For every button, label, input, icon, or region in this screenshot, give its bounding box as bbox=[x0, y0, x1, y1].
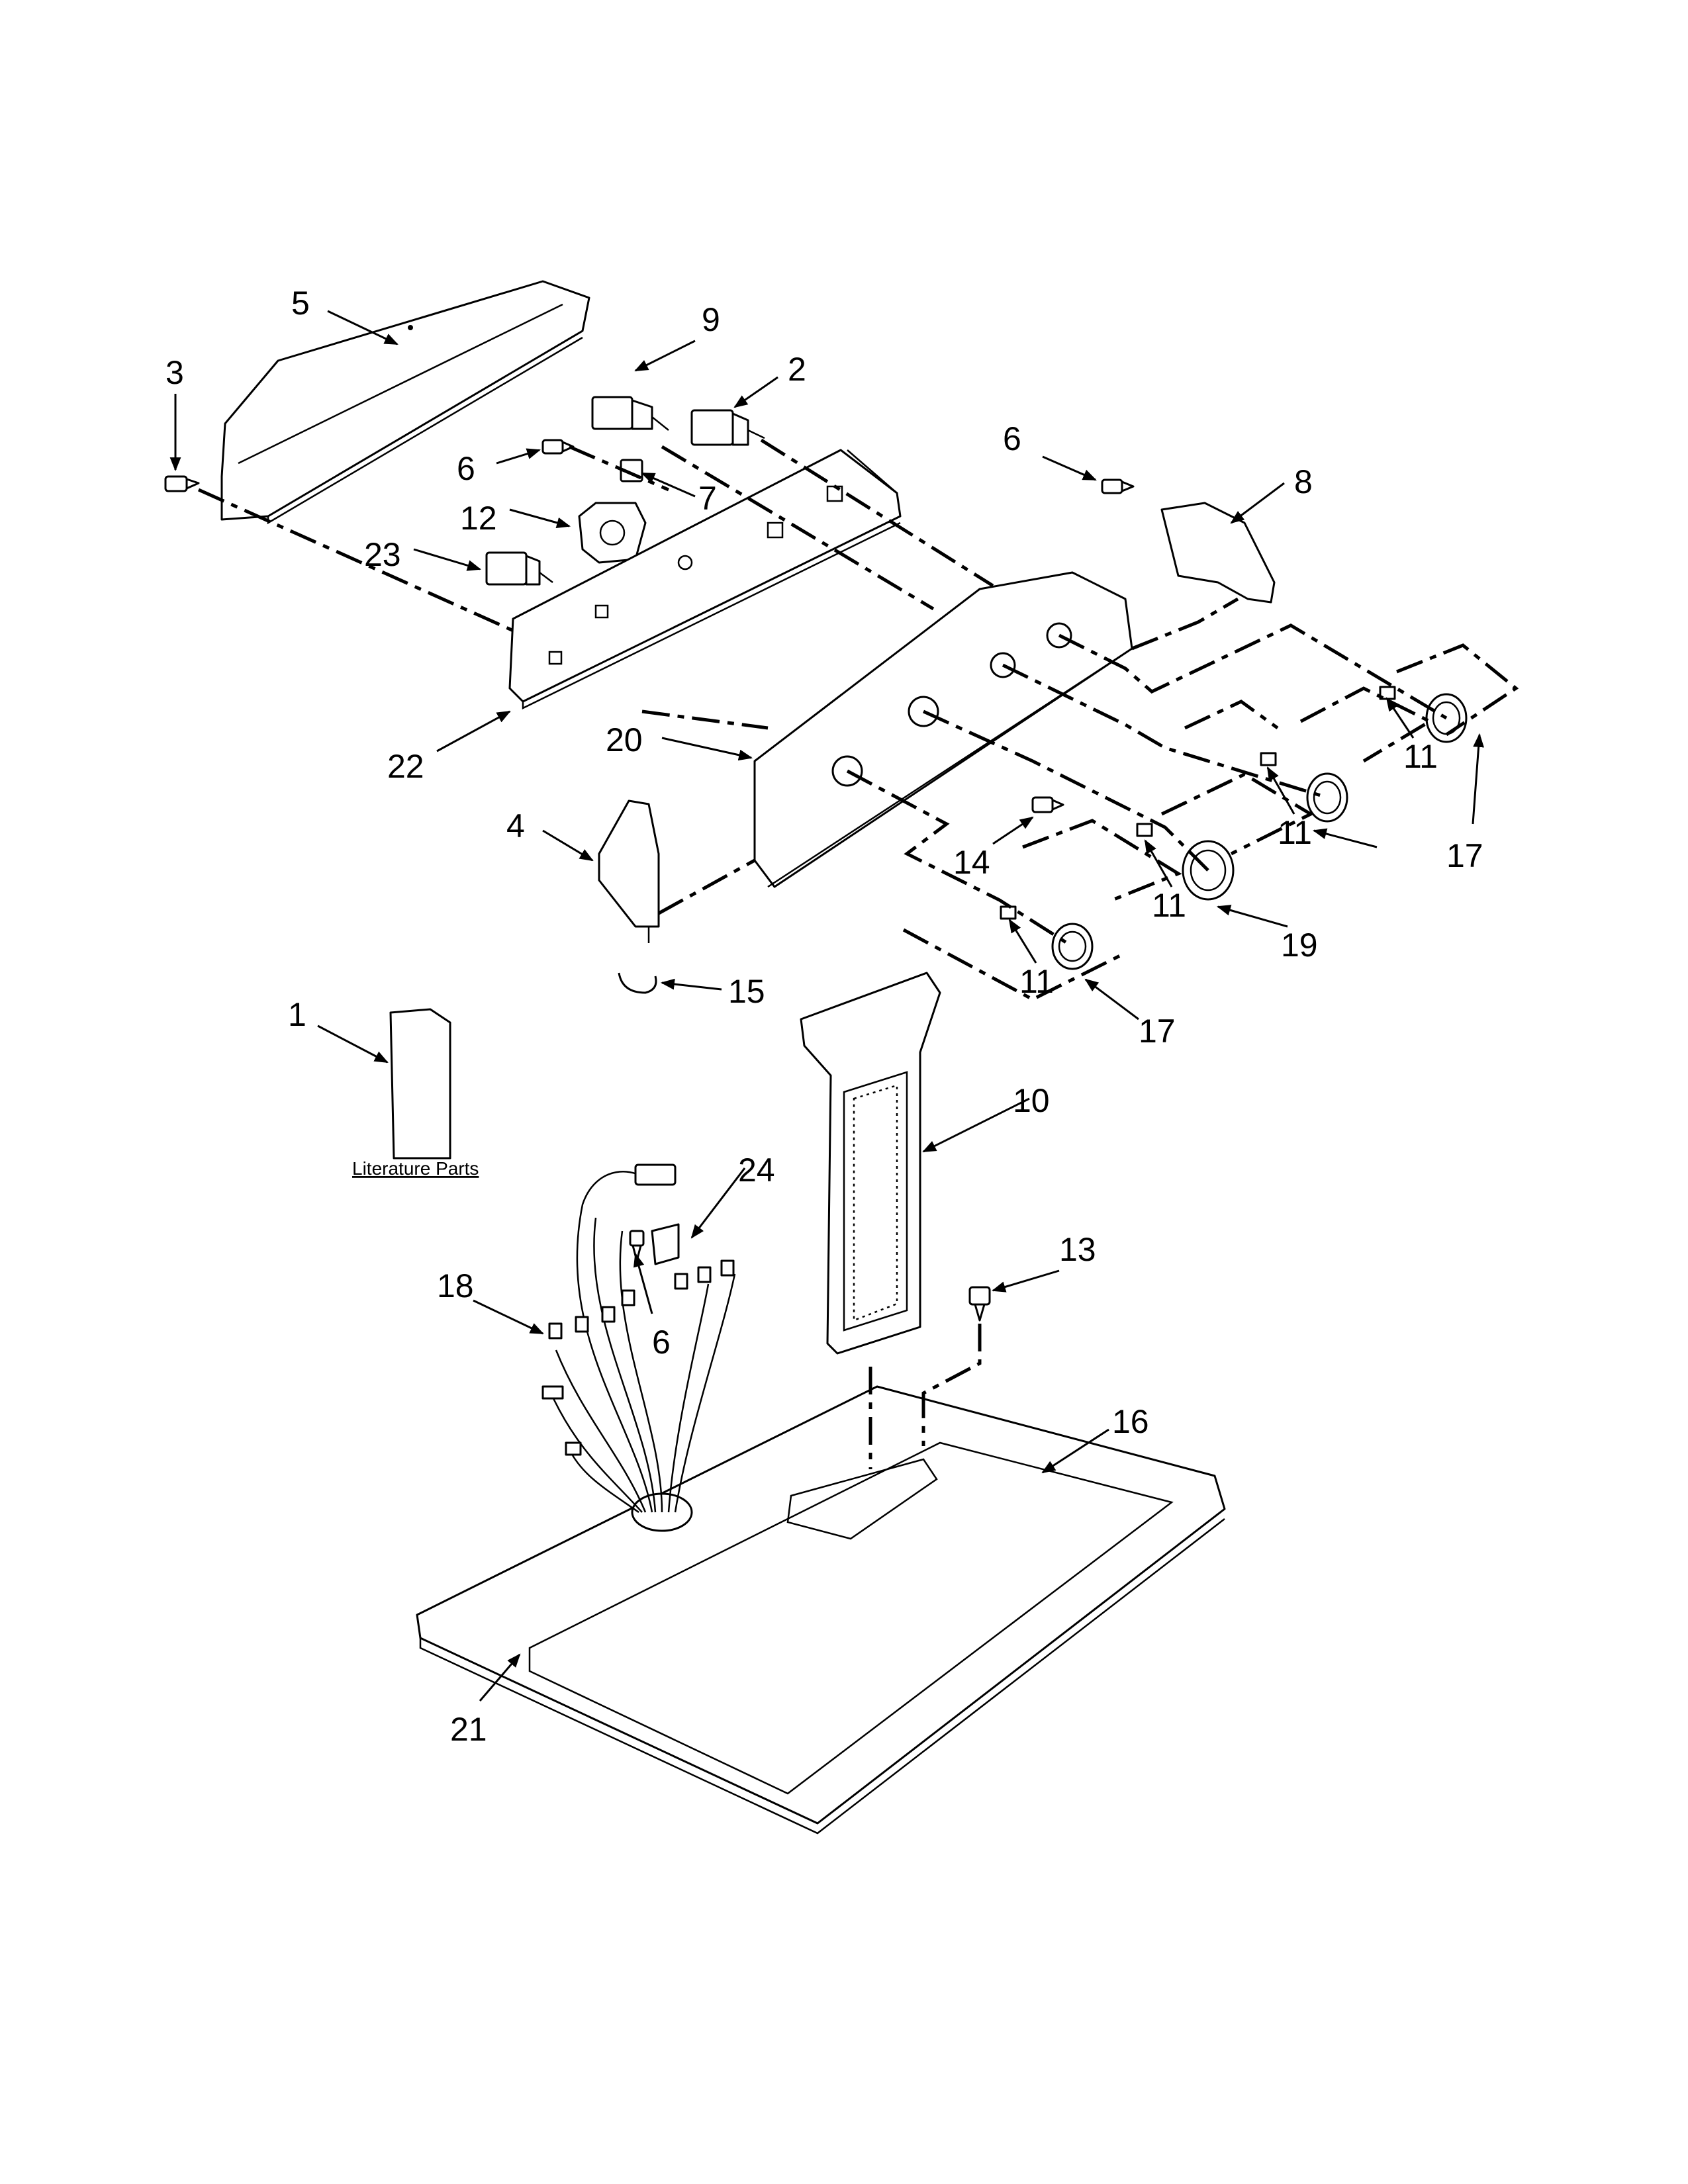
screw-part-14 bbox=[1031, 796, 1064, 813]
callout-6-upper: 6 bbox=[457, 450, 475, 487]
callout-labels: 5 3 9 2 6 7 12 23 22 20 6 8 4 14 15 11 1… bbox=[165, 285, 1483, 1748]
callout-5: 5 bbox=[291, 285, 310, 322]
callout-12: 12 bbox=[460, 500, 497, 537]
knob-lower-17 bbox=[1000, 905, 1094, 970]
lint-screen-part-10 bbox=[800, 972, 941, 1355]
screw-part-3 bbox=[164, 475, 200, 492]
knob-upper-right bbox=[1379, 686, 1468, 743]
callout-arrows bbox=[169, 310, 1484, 1702]
callout-8: 8 bbox=[1294, 463, 1313, 500]
console-part-20 bbox=[753, 571, 1133, 888]
switch-part-9 bbox=[591, 396, 669, 431]
callout-13: 13 bbox=[1059, 1231, 1096, 1268]
callout-14: 14 bbox=[953, 844, 990, 881]
screw-part-6-upper bbox=[541, 439, 575, 455]
wire-harness-part-18 bbox=[541, 1163, 736, 1514]
timer-part-12 bbox=[578, 502, 647, 564]
control-bracket-part-22 bbox=[508, 449, 902, 710]
knob-upper-middle bbox=[1260, 752, 1348, 823]
literature-parts-caption: Literature Parts bbox=[352, 1158, 479, 1179]
callout-17-lower: 17 bbox=[1139, 1013, 1176, 1050]
screw-part-6-lower bbox=[629, 1230, 645, 1262]
assembly-lines-lower bbox=[868, 1324, 982, 1469]
rear-panel-part bbox=[220, 280, 590, 525]
callout-2: 2 bbox=[788, 351, 806, 388]
callout-24: 24 bbox=[738, 1152, 775, 1189]
callout-19: 19 bbox=[1281, 927, 1318, 964]
bracket-part-24 bbox=[651, 1223, 680, 1265]
top-panel-part-16 bbox=[416, 1385, 1226, 1835]
callout-15: 15 bbox=[728, 973, 765, 1010]
callout-10: 10 bbox=[1013, 1082, 1050, 1119]
callout-3: 3 bbox=[165, 354, 184, 391]
callout-16: 16 bbox=[1112, 1403, 1149, 1440]
callout-11-a: 11 bbox=[1403, 738, 1438, 775]
switch-part-2 bbox=[690, 409, 765, 446]
callout-6-lower: 6 bbox=[652, 1324, 671, 1361]
clip-part-15 bbox=[618, 972, 657, 994]
callout-4: 4 bbox=[506, 807, 525, 844]
callout-9: 9 bbox=[702, 301, 720, 338]
end-cap-part-8 bbox=[1160, 502, 1276, 604]
callout-21: 21 bbox=[450, 1711, 487, 1748]
callout-22: 22 bbox=[387, 748, 424, 785]
callout-1: 1 bbox=[288, 996, 306, 1033]
callout-7: 7 bbox=[698, 480, 717, 517]
callout-6-right: 6 bbox=[1003, 420, 1021, 457]
callout-11-b: 11 bbox=[1278, 814, 1312, 851]
screw-part-6-right bbox=[1101, 478, 1135, 494]
callout-11-d: 11 bbox=[1019, 963, 1054, 1000]
callout-11-c: 11 bbox=[1152, 887, 1186, 924]
callout-20: 20 bbox=[606, 721, 643, 758]
callout-17-upper: 17 bbox=[1446, 837, 1483, 874]
end-cap-part-4 bbox=[598, 799, 660, 943]
switch-part-23 bbox=[485, 551, 553, 586]
literature-parts-booklet bbox=[389, 1008, 451, 1160]
callout-23: 23 bbox=[364, 536, 401, 573]
callout-18: 18 bbox=[437, 1267, 474, 1304]
screw-part-13 bbox=[968, 1286, 991, 1322]
